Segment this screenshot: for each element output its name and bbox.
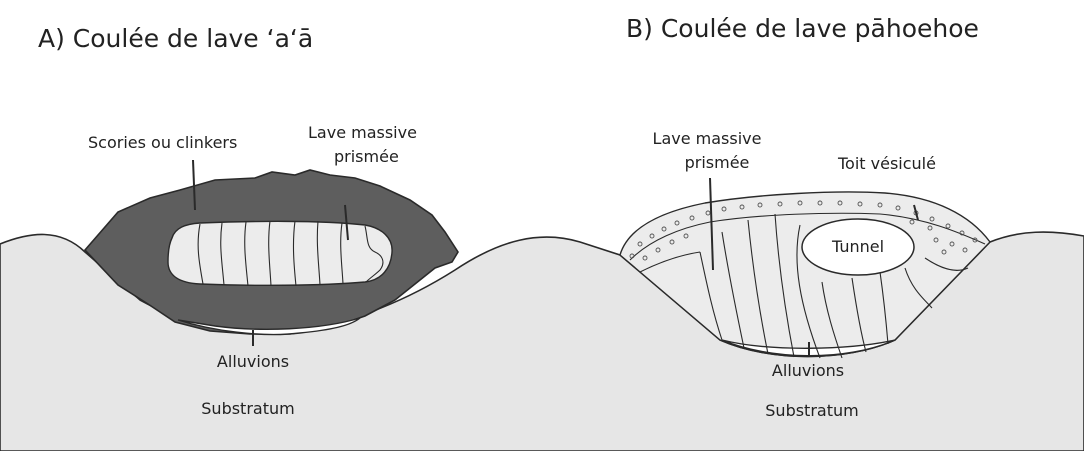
label-massive-b-line2: prismée	[685, 153, 750, 172]
label-tunnel: Tunnel	[831, 237, 884, 256]
panel-a-title: A) Coulée de lave ʻaʻā	[38, 24, 313, 53]
label-massive-a-line2: prismée	[334, 147, 399, 166]
label-scoria: Scories ou clinkers	[88, 133, 237, 152]
label-substratum-b: Substratum	[765, 401, 858, 420]
label-massive-b-line1: Lave massive	[653, 129, 762, 148]
label-alluvium-a: Alluvions	[217, 352, 289, 371]
label-substratum-a: Substratum	[201, 399, 294, 418]
label-massive-a-line1: Lave massive	[308, 123, 417, 142]
label-alluvium-b: Alluvions	[772, 361, 844, 380]
label-vesicular-roof: Toit vésiculé	[837, 154, 936, 173]
panel-b-title: B) Coulée de lave pāhoehoe	[626, 14, 979, 43]
